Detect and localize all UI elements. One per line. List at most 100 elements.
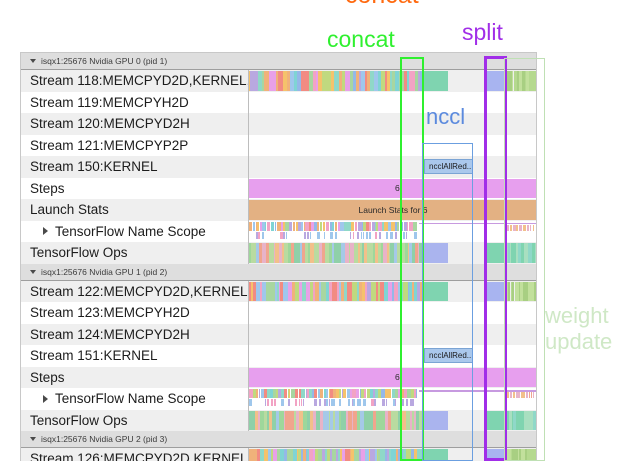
steps-bar[interactable]: 6 [249, 178, 536, 198]
timeline-row[interactable]: Stream 151:KERNEL ncclAllRed... [21, 345, 536, 367]
split-activity[interactable] [485, 449, 506, 461]
steps-bar[interactable]: 6 [249, 367, 536, 387]
timeline-row-label[interactable]: Stream 124:MEMCPYD2H [21, 323, 249, 345]
timeline-row-label[interactable]: Stream 118:MEMCPYD2D,KERNEL,ME [21, 70, 249, 92]
timeline-row-label[interactable]: Steps [21, 177, 249, 199]
timeline-track[interactable] [249, 302, 536, 324]
timeline-row[interactable]: TensorFlow Ops [21, 242, 536, 264]
group-header[interactable]: isqx1:25676 Nvidia GPU 2 (pid 3) [21, 431, 536, 448]
timeline-track[interactable]: ncclAllRed... [249, 156, 536, 178]
launch-stats-bar[interactable]: Launch Stats for 6 [249, 200, 536, 220]
ops-weight-update-block[interactable] [505, 410, 536, 430]
timeline-row-label[interactable]: Stream 151:KERNEL [21, 345, 249, 367]
concat-activity[interactable] [424, 71, 448, 91]
timeline-track[interactable] [249, 410, 536, 432]
timeline-track[interactable] [249, 324, 536, 346]
namescope-band[interactable] [249, 221, 417, 231]
group-header[interactable]: isqx1:25676 Nvidia GPU 0 (pid 1) [21, 53, 536, 70]
timeline-track[interactable]: 6 [249, 367, 536, 389]
op-block-label: ncclAllRed... [429, 351, 473, 360]
timeline-row-label[interactable]: Steps [21, 366, 249, 388]
ops-split-block[interactable] [485, 243, 506, 263]
activity-band[interactable] [249, 71, 424, 91]
split-activity[interactable] [485, 71, 506, 91]
timeline-track[interactable] [249, 70, 536, 92]
namescope-subband[interactable] [249, 231, 417, 239]
timeline-row[interactable]: Stream 150:KERNEL ncclAllRed... [21, 156, 536, 178]
timeline-row-label-text: Stream 150:KERNEL [30, 159, 158, 175]
split-activity[interactable] [485, 281, 506, 301]
timeline-track[interactable] [249, 448, 536, 461]
ops-concat-block[interactable] [424, 410, 448, 430]
ops-band[interactable] [249, 410, 424, 430]
timeline-row[interactable]: Stream 124:MEMCPYD2H [21, 323, 536, 346]
timeline-row[interactable]: Stream 121:MEMCPYP2P [21, 134, 536, 157]
ops-concat-block[interactable] [424, 243, 448, 263]
activity-band[interactable] [249, 449, 424, 461]
timeline-row-label[interactable]: Launch Stats [21, 199, 249, 221]
namescope-weight-update-band[interactable] [507, 224, 534, 231]
timeline-row[interactable]: TensorFlow Name Scope [21, 388, 536, 410]
weight-update-activity[interactable] [505, 281, 536, 301]
expand-arrow-icon[interactable] [43, 227, 48, 236]
collapse-triangle-icon[interactable] [30, 437, 36, 441]
timeline-row-label[interactable]: Stream 123:MEMCPYH2D [21, 302, 249, 324]
namescope-subband[interactable] [249, 399, 417, 406]
timeline-row-label-text: Stream 118:MEMCPYD2D,KERNEL,ME [30, 73, 249, 89]
timeline-track[interactable] [249, 92, 536, 114]
namescope-weight-update-band[interactable] [507, 392, 534, 398]
annotation-label-concat: concat [327, 26, 395, 52]
op-block-label: ncclAllRed... [429, 162, 473, 171]
timeline-track[interactable] [249, 388, 536, 410]
timeline-row[interactable]: Stream 120:MEMCPYD2H [21, 113, 536, 135]
timeline-row[interactable]: Stream 122:MEMCPYD2D,KERNEL,MI [21, 280, 536, 303]
annotation-label-weight: weight [545, 303, 609, 328]
timeline-row-label[interactable]: Stream 126:MEMCPYD2D,KERNEL,MI [21, 448, 249, 461]
ops-weight-update-block[interactable] [505, 243, 536, 263]
timeline-row[interactable]: Stream 126:MEMCPYD2D,KERNEL,MI [21, 448, 536, 461]
concat-activity[interactable] [424, 281, 448, 301]
ops-split-block[interactable] [485, 410, 506, 430]
timeline-row-label[interactable]: TensorFlow Ops [21, 242, 249, 264]
timeline-row-label[interactable]: Stream 121:MEMCPYP2P [21, 134, 249, 156]
timeline-track[interactable]: ncclAllRed... [249, 345, 536, 367]
timeline-track[interactable] [249, 135, 536, 157]
timeline-row[interactable]: TensorFlow Name Scope [21, 220, 536, 243]
timeline-row-label[interactable]: TensorFlow Name Scope [21, 220, 249, 242]
op-block-ncclallreduce[interactable]: ncclAllRed... [424, 348, 473, 363]
collapse-triangle-icon[interactable] [30, 59, 36, 63]
timeline-track[interactable] [249, 242, 536, 264]
timeline-row-label[interactable]: Stream 122:MEMCPYD2D,KERNEL,MI [21, 280, 249, 302]
timeline-track[interactable] [249, 221, 536, 243]
namescope-band[interactable] [249, 389, 417, 398]
namescope-span-line [419, 222, 536, 224]
timeline-track[interactable] [249, 281, 536, 303]
op-block-ncclallreduce[interactable]: ncclAllRed... [424, 159, 473, 174]
timeline-row[interactable]: TensorFlow Ops [21, 409, 536, 432]
timeline-track[interactable]: Launch Stats for 6 [249, 199, 536, 221]
expand-arrow-icon[interactable] [43, 394, 48, 403]
activity-band[interactable] [249, 281, 424, 301]
collapse-triangle-icon[interactable] [30, 269, 36, 274]
timeline-row-label[interactable]: Stream 120:MEMCPYD2H [21, 113, 249, 135]
timeline-row-label[interactable]: TensorFlow Name Scope [21, 388, 249, 410]
timeline-row-label[interactable]: TensorFlow Ops [21, 409, 249, 431]
weight-update-activity[interactable] [505, 449, 536, 461]
timeline-row-label[interactable]: Stream 150:KERNEL [21, 156, 249, 178]
timeline-row[interactable]: Stream 123:MEMCPYH2D [21, 302, 536, 324]
ops-band[interactable] [249, 243, 424, 263]
timeline-track[interactable]: 6 [249, 178, 536, 200]
timeline-row[interactable]: Stream 118:MEMCPYD2D,KERNEL,ME [21, 70, 536, 92]
concat-activity[interactable] [424, 449, 448, 461]
weight-update-activity[interactable] [505, 71, 536, 91]
group-header[interactable]: isqx1:25676 Nvidia GPU 1 (pid 2) [21, 263, 536, 281]
timeline-row[interactable]: Stream 119:MEMCPYH2D [21, 91, 536, 114]
annotation-label-top-clipped: concat [345, 0, 419, 8]
timeline-row-label-text: Stream 151:KERNEL [30, 348, 158, 364]
timeline-track[interactable] [249, 113, 536, 135]
trace-timeline[interactable]: isqx1:25676 Nvidia GPU 0 (pid 1) Stream 1… [20, 52, 537, 461]
timeline-row-label[interactable]: Stream 119:MEMCPYH2D [21, 91, 249, 113]
